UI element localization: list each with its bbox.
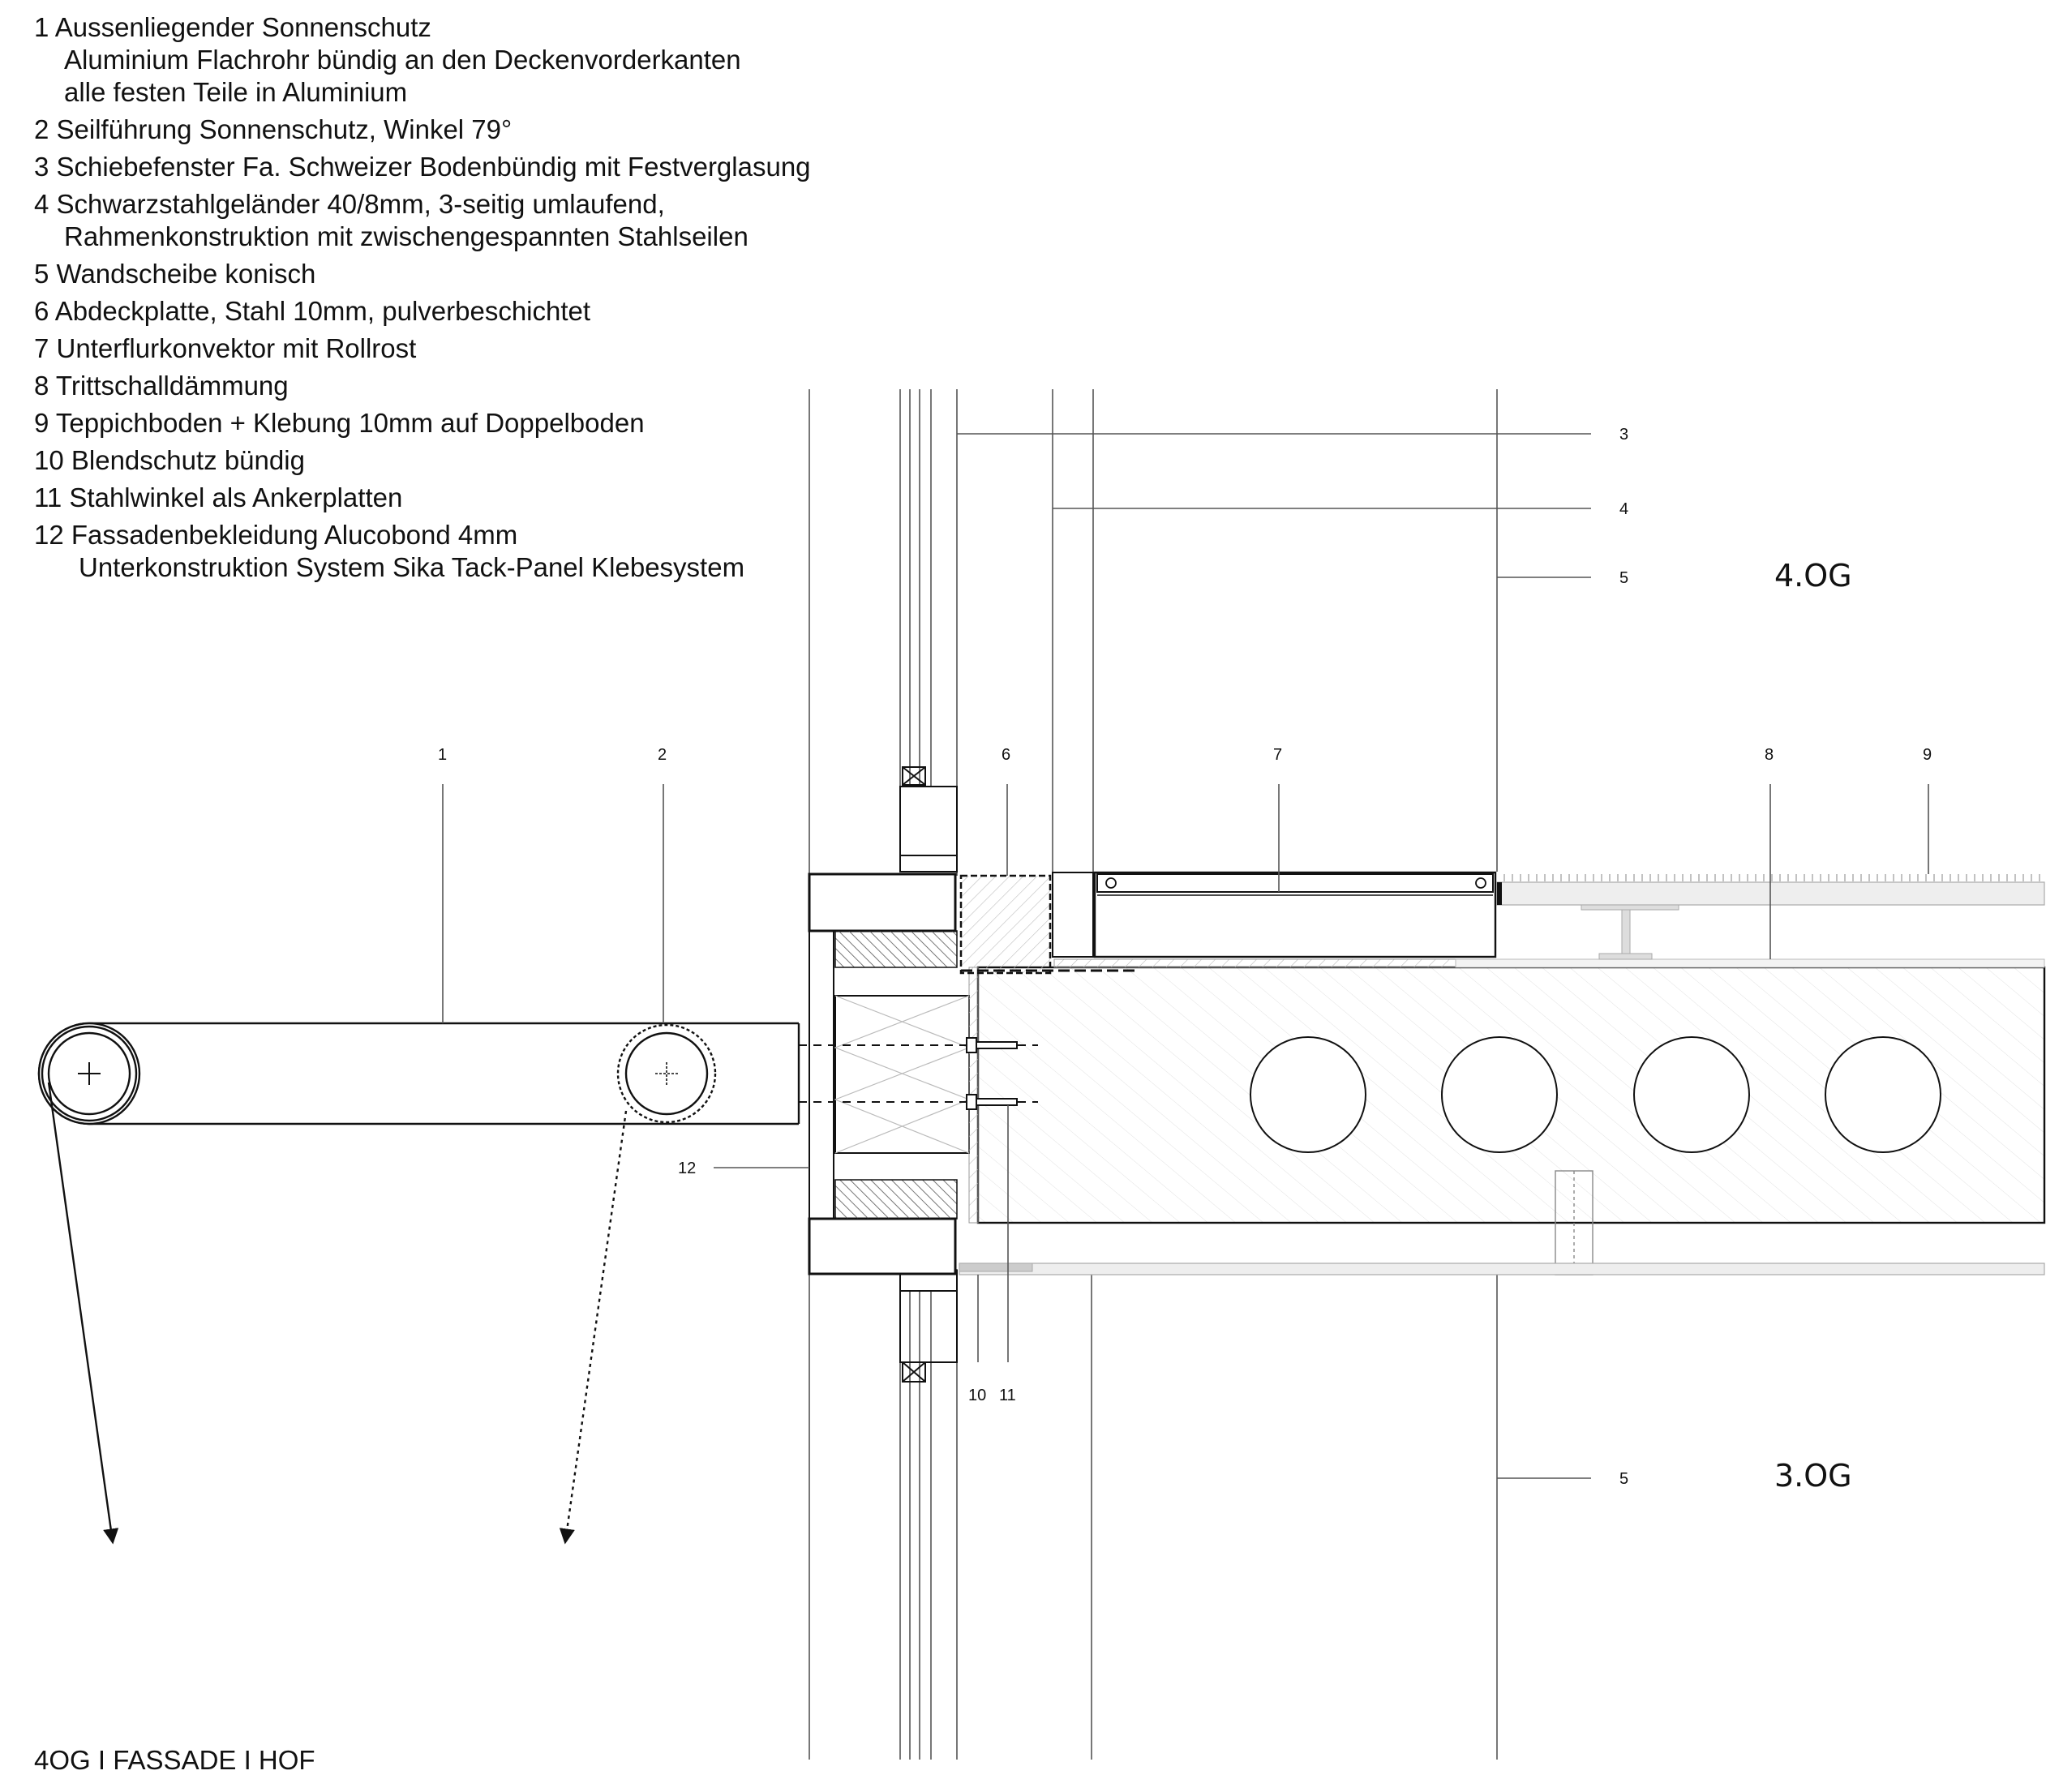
callout-5-upper: 5 [1619,569,1628,587]
drawing-title: 4OG I FASSADE I HOF [34,1745,315,1775]
anchors [799,1037,1038,1110]
lower-edge-profile [808,1217,957,1275]
callout-12: 12 [678,1160,696,1177]
callout-7: 7 [1273,746,1282,764]
floor-label-lower: 3.OG [1774,1458,1852,1494]
legend-line: 7 Unterflurkonvektor mit Rollrost [34,333,417,363]
callout-6: 6 [1002,746,1010,764]
cover-plate [959,874,1052,975]
legend-line: 4 Schwarzstahlgeländer 40/8mm, 3-seitig … [34,189,665,219]
floor-label-upper: 4.OG [1774,558,1852,594]
legend-line: 9 Teppichboden + Klebung 10mm auf Doppel… [34,408,645,438]
insulation [834,995,970,1154]
sun-shade [37,1022,800,1545]
legend-item-11: 11 Stahlwinkel als Ankerplatten [34,482,811,514]
legend-line: Unterkonstruktion System Sika Tack-Panel… [79,552,745,582]
callout-11: 11 [999,1387,1016,1404]
legend-line: 12 Fassadenbekleidung Alucobond 4mm [34,520,518,550]
legend-line: 5 Wandscheibe konisch [34,259,316,289]
legend-line: 8 Trittschalldämmung [34,371,289,401]
legend-item-10: 10 Blendschutz bündig [34,444,811,477]
legend-line: 6 Abdeckplatte, Stahl 10mm, pulverbeschi… [34,296,591,326]
legend-line: 11 Stahlwinkel als Ankerplatten [34,482,403,512]
legend-item-2: 2 Seilführung Sonnenschutz, Winkel 79° [34,114,811,146]
window-frame-upper [899,766,958,872]
legend-item-7: 7 Unterflurkonvektor mit Rollrost [34,332,811,365]
legend-item-4: 4 Schwarzstahlgeländer 40/8mm, 3-seitig … [34,188,811,253]
callout-2: 2 [658,746,667,764]
legend-line: 1 Aussenliegender Sonnenschutz [34,12,431,42]
ceiling-soffit [959,1263,2045,1275]
legend-line: Aluminium Flachrohr bündig an den Decken… [64,45,741,75]
callout-5-lower: 5 [1619,1470,1628,1488]
window-frame-lower [899,1270,958,1383]
callout-3: 3 [1619,426,1628,444]
legend-line: Rahmenkonstruktion mit zwischengespannte… [64,221,748,251]
upper-edge-profile [808,872,957,932]
slab-voids [1250,1036,1941,1153]
callout-1: 1 [438,746,447,764]
callout-10: 10 [968,1387,986,1404]
impact-sound-insulation [1053,958,1456,968]
hatch-lower [834,1179,958,1220]
callout-8: 8 [1765,746,1774,764]
legend-item-6: 6 Abdeckplatte, Stahl 10mm, pulverbeschi… [34,295,811,328]
underfloor-convector [1093,871,1497,958]
legend-item-9: 9 Teppichboden + Klebung 10mm auf Doppel… [34,407,811,439]
legend-item-3: 3 Schiebefenster Fa. Schweizer Bodenbünd… [34,151,811,183]
hatch-upper [834,930,958,968]
callout-9: 9 [1923,746,1932,764]
legend-line: 10 Blendschutz bündig [34,445,305,475]
callout-numbers: 3 4 5 1 2 6 7 8 9 12 10 11 5 [438,426,1932,1488]
callout-4: 4 [1619,500,1628,518]
legend-line: 3 Schiebefenster Fa. Schweizer Bodenbünd… [34,152,811,182]
insulation-pattern [834,995,971,1154]
legend-line: 2 Seilführung Sonnenschutz, Winkel 79° [34,114,513,144]
legend-item-8: 8 Trittschalldämmung [34,370,811,402]
leader-lines [442,433,1929,1479]
facade-cladding [809,930,834,1220]
legend-item-5: 5 Wandscheibe konisch [34,258,811,290]
legend-line: alle festen Teile in Aluminium [64,77,408,107]
